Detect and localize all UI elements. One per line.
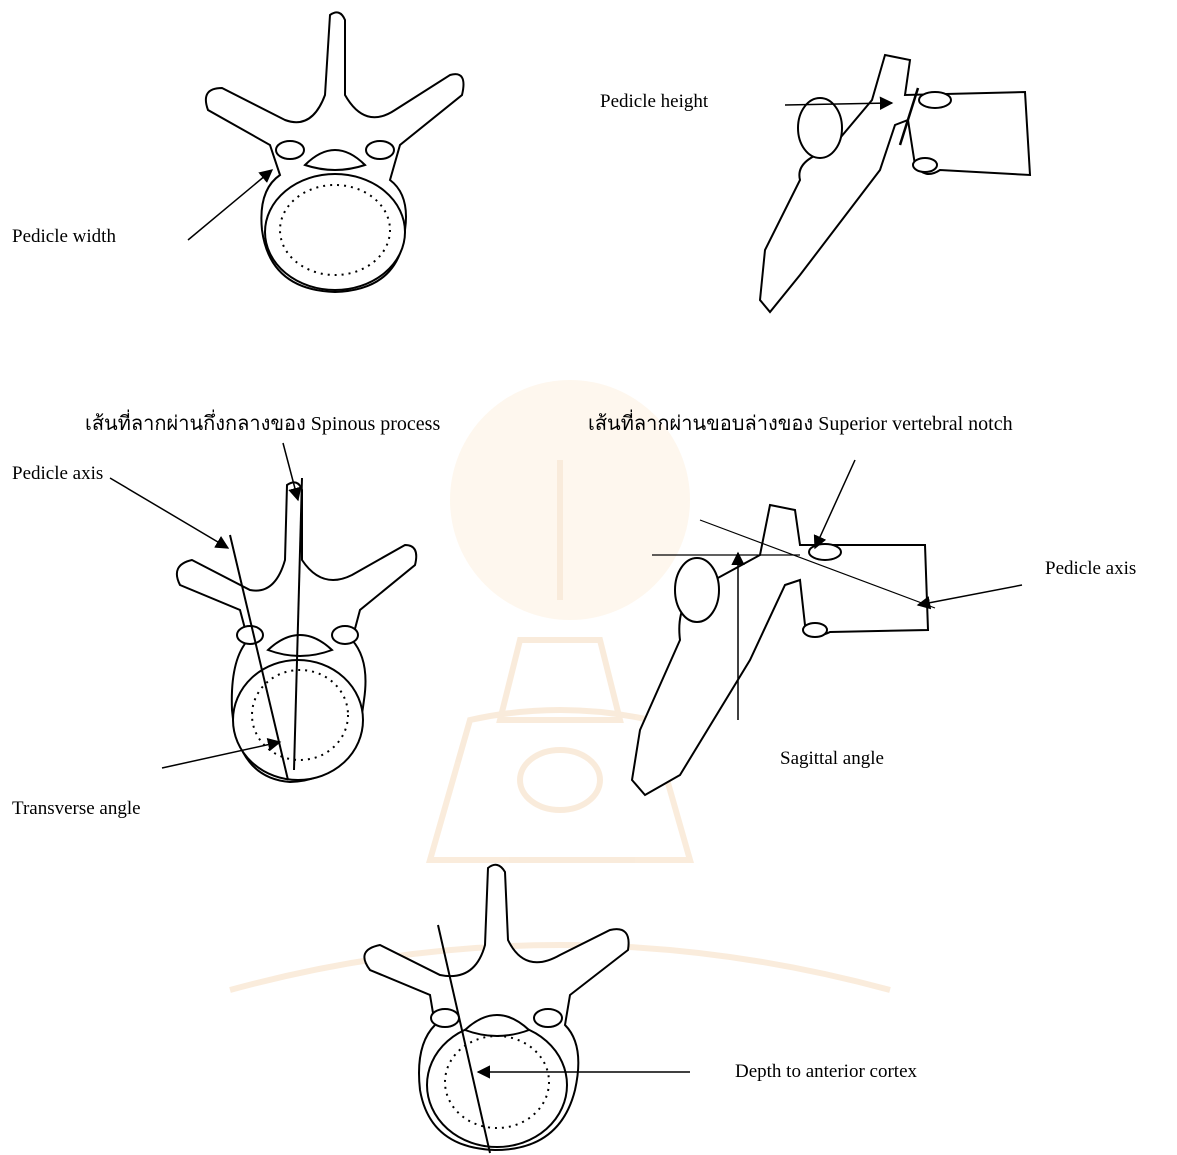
notch-line-label: เส้นที่ลากผ่านขอบล่างของ Superior verteb… — [588, 413, 1013, 435]
pedicle-axis-arrow-left — [110, 478, 228, 548]
pedicle-width-label: Pedicle width — [12, 226, 116, 248]
vertebra-superior-view-2 — [177, 482, 416, 782]
pedicle-axis-right-label: Pedicle axis — [1045, 558, 1136, 580]
vertebra-lateral-view-1 — [760, 55, 1030, 312]
depth-anterior-cortex-label: Depth to anterior cortex — [735, 1061, 917, 1083]
pedicle-axis-arrow-right — [918, 585, 1022, 605]
vertebra-superior-view-3 — [364, 865, 628, 1150]
spinous-line-label: เส้นที่ลากผ่านกึ่งกลางของ Spinous proces… — [85, 413, 440, 435]
vertebra-superior-view-1 — [206, 12, 464, 292]
notch-arrow — [815, 460, 855, 548]
sagittal-angle-label: Sagittal angle — [780, 748, 884, 770]
pedicle-height-label: Pedicle height — [600, 91, 708, 113]
pedicle-axis-left-label: Pedicle axis — [12, 463, 103, 485]
pedicle-width-arrow — [188, 170, 272, 240]
transverse-angle-label: Transverse angle — [12, 798, 141, 820]
